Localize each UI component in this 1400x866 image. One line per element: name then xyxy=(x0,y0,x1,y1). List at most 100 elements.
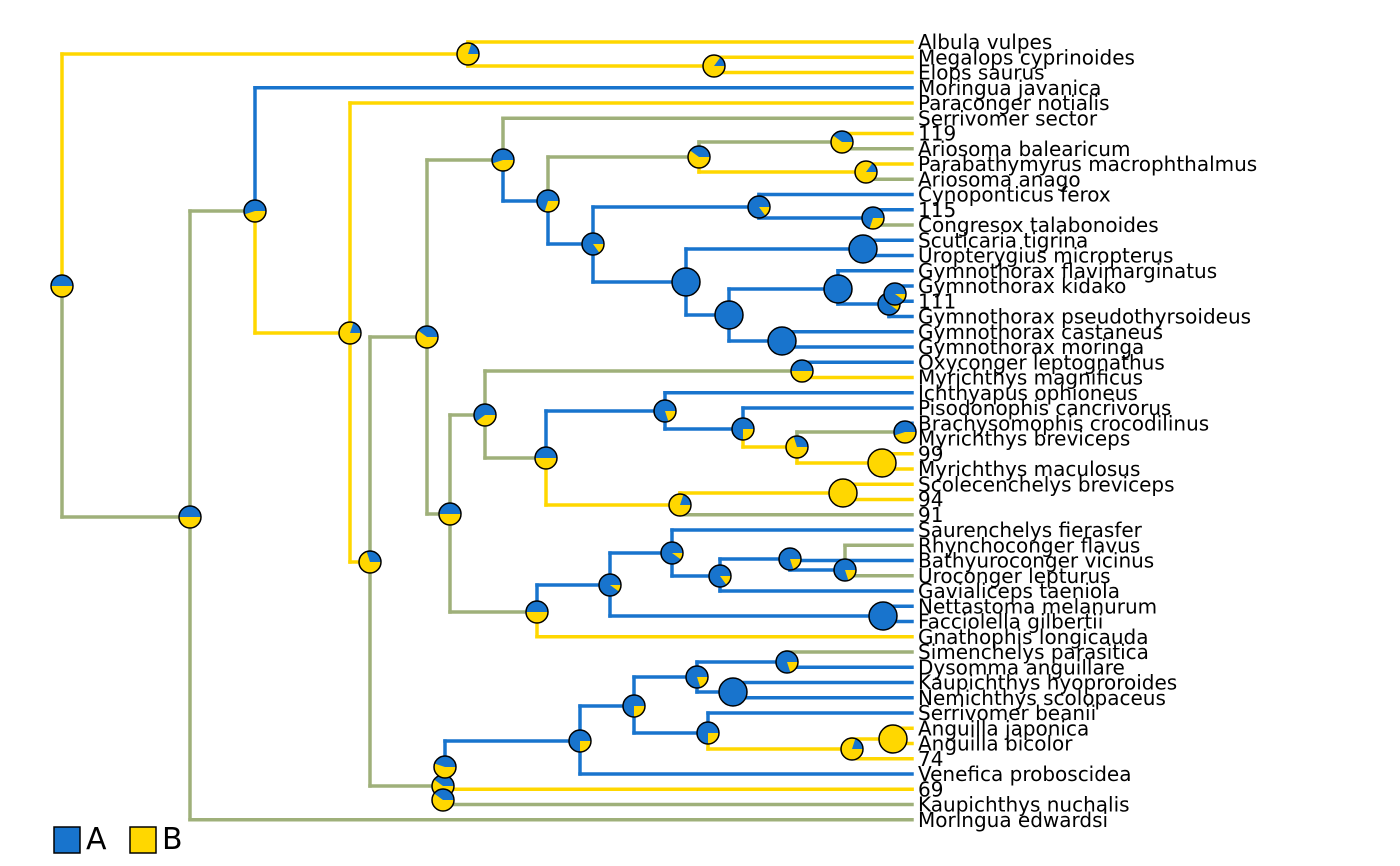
node-pie xyxy=(668,493,692,517)
tip-label: Scolecenchelys breviceps xyxy=(918,472,1175,496)
tip-label: Megalops cyprinoides xyxy=(918,45,1135,69)
node-pie xyxy=(696,721,720,745)
tree-branches xyxy=(60,40,914,822)
node-pie xyxy=(415,325,439,349)
node-pie xyxy=(525,600,549,624)
tip-label: Ariosoma anago xyxy=(918,167,1081,191)
node-pie xyxy=(338,321,362,345)
node-pie xyxy=(685,665,709,689)
node-pie xyxy=(431,788,455,812)
tip-label: Oxyconger leptognathus xyxy=(918,350,1165,374)
node-pie xyxy=(848,234,878,264)
node-pie xyxy=(50,274,74,298)
node-pie xyxy=(833,558,857,582)
node-pie xyxy=(491,148,515,172)
node-pie xyxy=(433,755,457,779)
node-pie xyxy=(778,547,802,571)
legend-label-a: A xyxy=(86,822,107,857)
node-pie xyxy=(867,448,897,478)
node-pie xyxy=(473,403,497,427)
legend: A B xyxy=(53,822,183,857)
node-pie xyxy=(456,42,480,66)
tip-label: Bathyuroconger vicinus xyxy=(918,549,1154,573)
node-pie xyxy=(358,550,382,574)
node-pie xyxy=(598,573,622,597)
tip-label: Brachysomophis crocodilinus xyxy=(918,411,1209,435)
tip-label: Serrivomer sector xyxy=(918,106,1098,130)
tip-label: Moringua javanica xyxy=(918,76,1101,100)
node-pie xyxy=(438,502,462,526)
tip-label: 94 xyxy=(918,488,943,512)
legend-label-b: B xyxy=(162,822,183,857)
tip-label: 119 xyxy=(918,122,956,146)
tip-label: Gymnothorax pseudothyrsoideus xyxy=(918,305,1251,329)
tip-label: Myrichthys maculosus xyxy=(918,457,1140,481)
tip-label: Gymnothorax castaneus xyxy=(918,320,1163,344)
node-pie xyxy=(718,677,748,707)
tip-label: Gnathophis longicauda xyxy=(918,625,1149,649)
node-pie xyxy=(568,729,592,753)
node-pie xyxy=(714,300,744,330)
tip-label: Cynoponticus ferox xyxy=(918,183,1111,207)
tip-label: 99 xyxy=(918,442,943,466)
node-pie xyxy=(767,326,797,356)
tip-label: 111 xyxy=(918,289,956,313)
node-pie xyxy=(178,505,202,529)
tip-label: Kaupichthys hyoproroides xyxy=(918,671,1177,695)
node-pie xyxy=(581,232,605,256)
node-pie xyxy=(868,601,898,631)
node-pie xyxy=(828,478,858,508)
node-pie xyxy=(653,399,677,423)
tip-label: Anguilla bicolor xyxy=(918,732,1073,756)
node-pie xyxy=(660,541,684,565)
tip-label: Gymnothorax flavimarginatus xyxy=(918,259,1217,283)
tip-label: Ariosoma balearicum xyxy=(918,137,1130,161)
node-pie xyxy=(687,145,711,169)
node-pie xyxy=(243,199,267,223)
tip-label: Rhynchoconger flavus xyxy=(918,533,1140,557)
tip-label: Moringua edwardsi xyxy=(918,808,1108,832)
tip-label: 74 xyxy=(918,747,943,771)
tip-label: Gavialiceps taeniola xyxy=(918,579,1120,603)
tip-label: Serrivomer beanii xyxy=(918,701,1096,725)
node-pie xyxy=(861,206,885,230)
tip-label: Anguilla japonica xyxy=(918,716,1089,740)
legend-swatch-a xyxy=(53,826,81,854)
tip-label: Ichthyapus ophioneus xyxy=(918,381,1138,405)
tip-label: Uroconger lepturus xyxy=(918,564,1111,588)
legend-swatch-b xyxy=(129,826,157,854)
tip-label: Simenchelys parasitica xyxy=(918,640,1149,664)
node-pie xyxy=(854,160,878,184)
node-pie xyxy=(731,417,755,441)
node-pie xyxy=(671,267,701,297)
tip-label: Elops saurus xyxy=(918,61,1045,85)
tip-label: 91 xyxy=(918,503,943,527)
ancestral-state-pies xyxy=(50,42,917,812)
node-pie xyxy=(830,130,854,154)
node-pie xyxy=(790,359,814,383)
node-pie xyxy=(534,446,558,470)
node-pie xyxy=(775,650,799,674)
node-pie xyxy=(823,274,853,304)
node-pie xyxy=(883,282,907,306)
tip-label: Venefica proboscidea xyxy=(918,762,1132,786)
tip-label: Kaupichthys nuchalis xyxy=(918,793,1130,817)
tip-label: Facciolella gilbertii xyxy=(918,610,1103,634)
tip-label: Pisodonophis cancrivorus xyxy=(918,396,1171,420)
tip-label: Scuticaria tigrina xyxy=(918,228,1088,252)
tip-label: Uropterygius micropterus xyxy=(918,244,1173,268)
node-pie xyxy=(893,420,917,444)
node-pie xyxy=(878,724,908,754)
tip-label: 69 xyxy=(918,777,943,801)
node-pie xyxy=(536,189,560,213)
node-pie xyxy=(747,195,771,219)
tip-label: Myrichthys breviceps xyxy=(918,427,1130,451)
tip-label: Parabathymyrus macrophthalmus xyxy=(918,152,1257,176)
tip-label: Nemichthys scolopaceus xyxy=(918,686,1166,710)
node-pie xyxy=(708,564,732,588)
tip-label: Gymnothorax moringa xyxy=(918,335,1144,359)
tip-label: Myrichthys magnificus xyxy=(918,366,1143,390)
tip-label: Albula vulpes xyxy=(918,30,1052,54)
tip-label: Saurenchelys fierasfer xyxy=(918,518,1143,542)
